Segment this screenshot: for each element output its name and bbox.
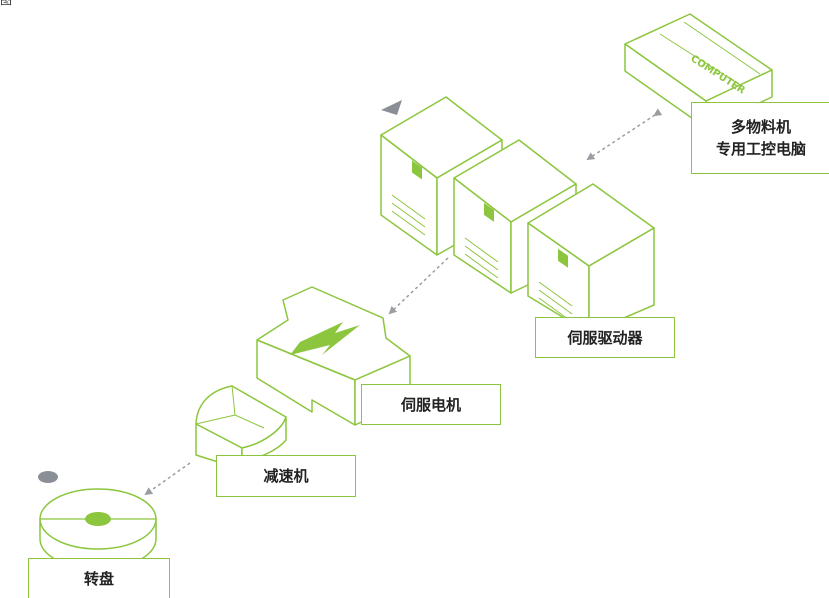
indicator-dot-icon [38, 471, 58, 483]
connection-arrows [144, 108, 663, 496]
corner-caption: 图 [0, 0, 13, 7]
label-turntable: 转盘 [28, 558, 170, 598]
reducer-icon [195, 385, 287, 463]
label-industrial-pc-line2: 专用工控电脑 [715, 140, 806, 158]
arrow-computer-drives [586, 108, 663, 161]
label-servo-motor: 伺服电机 [361, 384, 501, 425]
label-industrial-pc-line1: 多物料机 [730, 118, 791, 136]
label-servo-drives: 伺服驱动器 [535, 317, 675, 358]
triangle-marker-icon [381, 100, 402, 115]
label-reducer: 减速机 [216, 455, 356, 497]
arrow-reducer-turntable [144, 462, 191, 496]
turntable-icon [39, 488, 157, 570]
arrow-drives-motor [388, 257, 449, 315]
label-industrial-pc: 多物料机 专用工控电脑 [691, 102, 829, 174]
server-tower-icon [527, 183, 655, 334]
